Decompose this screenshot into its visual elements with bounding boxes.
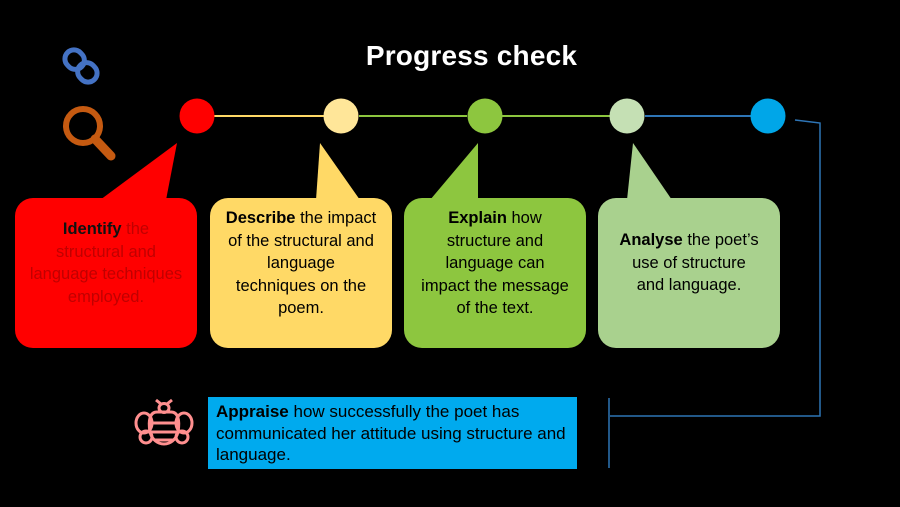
step-explain-keyword: Explain	[448, 209, 507, 227]
bubble-analyse	[598, 143, 780, 348]
bee-icon	[134, 398, 194, 446]
page-title: Progress check	[365, 40, 578, 71]
bubble-describe	[210, 143, 392, 348]
step-identify-keyword: Identify	[62, 220, 122, 238]
appraise-keyword: Appraise	[216, 402, 289, 421]
step-analyse-text: Analyse the poet’s use of structure and …	[617, 229, 761, 297]
timeline-node-identify	[179, 98, 215, 134]
step-analyse-keyword: Analyse	[619, 231, 683, 249]
magnifier-icon	[63, 106, 116, 161]
step-describe-text: Describe the impact of the structural an…	[225, 207, 377, 320]
timeline-node-explain	[467, 98, 503, 134]
appraise-connector	[610, 119, 821, 417]
timeline-node-appraise	[750, 98, 786, 134]
step-identify-text: Identify the structural and language tec…	[28, 218, 184, 308]
bubble-identify	[15, 143, 197, 348]
timeline-node-describe	[323, 98, 359, 134]
step-explain-description: how structure and language can impact th…	[421, 209, 569, 317]
step-analyse-description: the poet’s use of structure and language…	[632, 231, 759, 294]
step-describe-description: the impact of the structural and languag…	[228, 209, 377, 317]
bubble-explain	[404, 143, 586, 348]
step-identify-description: the structural and language techniques e…	[29, 220, 183, 306]
step-explain-text: Explain how structure and language can i…	[420, 207, 570, 320]
appraise-description: how successfully the poet has communicat…	[216, 402, 566, 464]
timeline-node-analyse	[609, 98, 645, 134]
step-describe-keyword: Describe	[225, 209, 296, 227]
appraise-box: Appraise how successfully the poet has c…	[208, 397, 577, 469]
